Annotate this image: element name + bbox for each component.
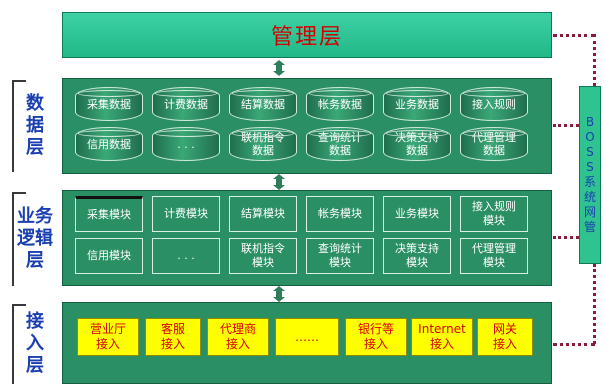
dotted-link xyxy=(553,34,595,37)
data-store: 帐务数据 xyxy=(306,87,374,121)
logic-module: 采集模块 xyxy=(75,196,143,232)
logic-module: 代理管理 模块 xyxy=(460,238,528,274)
dotted-link xyxy=(553,124,579,127)
access-channel: 网关 接入 xyxy=(477,318,533,356)
access-channel: 代理商 接入 xyxy=(207,318,269,356)
data-store: 接入规则 xyxy=(460,87,528,121)
data-store: . . . xyxy=(152,127,220,161)
logic-layer-label: 业务 逻辑 层 xyxy=(12,192,56,286)
boss-network-management: B O S S 系 统 网 管 xyxy=(579,86,601,264)
data-store: 计费数据 xyxy=(152,87,220,121)
logic-module: 联机指令 模块 xyxy=(229,238,297,274)
data-layer-label: 数 据 层 xyxy=(12,80,56,172)
dotted-link xyxy=(553,236,579,239)
connector-arrow xyxy=(272,60,286,76)
logic-module: 结算模块 xyxy=(229,196,297,232)
access-channel: 银行等 接入 xyxy=(345,318,407,356)
connector-arrow xyxy=(272,174,286,190)
data-store: 结算数据 xyxy=(229,87,297,121)
data-store: 代理管理 数据 xyxy=(460,127,528,161)
logic-module: 决策支持 模块 xyxy=(383,238,451,274)
access-channel: Internet 接入 xyxy=(411,318,473,356)
management-layer: 管理层 xyxy=(62,12,552,58)
data-store: 决策支持 数据 xyxy=(383,127,451,161)
data-store: 采集数据 xyxy=(75,87,143,121)
access-channel: …… xyxy=(275,318,339,356)
connector-arrow xyxy=(272,286,286,302)
access-channel: 营业厅 接入 xyxy=(77,318,139,356)
logic-module: 帐务模块 xyxy=(306,196,374,232)
management-layer-label: 管理层 xyxy=(270,25,343,50)
logic-module: 接入规则 模块 xyxy=(460,196,528,232)
dotted-link xyxy=(593,264,596,344)
access-layer-label: 接 入 层 xyxy=(12,304,56,384)
logic-layer-panel: 采集模块 计费模块 结算模块 帐务模块 业务模块 接入规则 模块 信用模块 . … xyxy=(62,190,552,286)
dotted-link xyxy=(553,343,595,346)
logic-module: 业务模块 xyxy=(383,196,451,232)
data-store: 信用数据 xyxy=(75,127,143,161)
logic-module: 计费模块 xyxy=(152,196,220,232)
logic-module: 查询统计 模块 xyxy=(306,238,374,274)
data-store: 业务数据 xyxy=(383,87,451,121)
data-store: 查询统计 数据 xyxy=(306,127,374,161)
access-channel: 客服 接入 xyxy=(145,318,201,356)
data-store: 联机指令 数据 xyxy=(229,127,297,161)
dotted-link xyxy=(593,34,596,86)
data-layer-panel: 采集数据 计费数据 结算数据 帐务数据 业务数据 接入规则 信用数据 . . .… xyxy=(62,78,552,174)
logic-module: 信用模块 xyxy=(75,238,143,274)
logic-module: . . . xyxy=(152,238,220,274)
